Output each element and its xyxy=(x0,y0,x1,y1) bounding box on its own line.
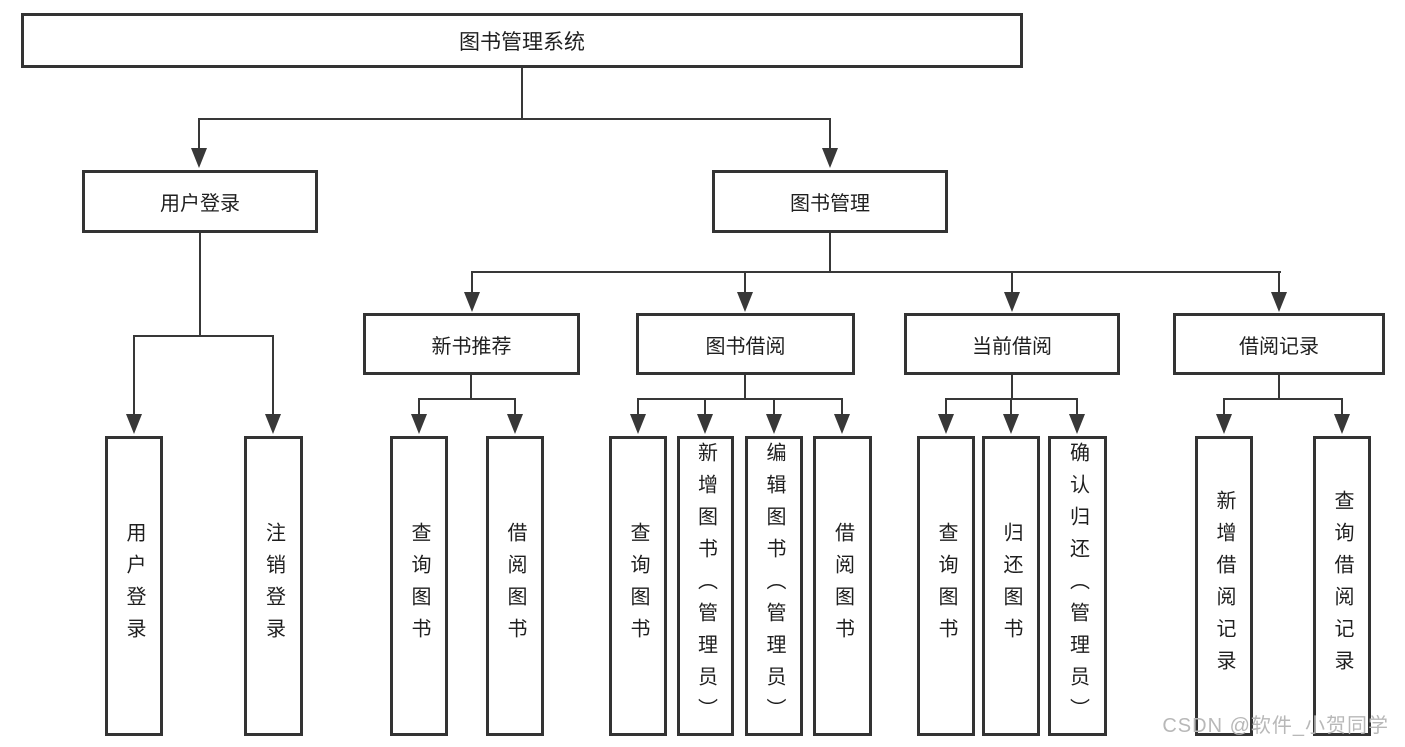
leaf-label: 查询图书 xyxy=(627,522,649,650)
arrow-down-icon xyxy=(265,414,281,434)
node-book-management: 图书管理 xyxy=(712,170,948,233)
arrow-down-icon xyxy=(507,414,523,434)
node-root-label: 图书管理系统 xyxy=(459,30,585,54)
node-root: 图书管理系统 xyxy=(21,13,1023,68)
connector-vline xyxy=(841,398,843,416)
leaf-label: 注销登录 xyxy=(262,522,285,650)
arrow-down-icon xyxy=(1003,414,1019,434)
connector-vline xyxy=(1278,375,1280,400)
arrow-down-icon xyxy=(1334,414,1350,434)
connector-hline xyxy=(133,335,274,337)
arrow-down-icon xyxy=(822,148,838,168)
connector-hline xyxy=(638,398,843,400)
leaf-query-books-current: 查询图书 xyxy=(917,436,975,736)
connector-vline xyxy=(1010,398,1012,416)
connector-vline xyxy=(1278,271,1280,294)
connector-vline xyxy=(133,335,135,416)
arrow-down-icon xyxy=(411,414,427,434)
leaf-confirm-return-admin: 确认归还（管理员） xyxy=(1048,436,1107,736)
node-current-borrow: 当前借阅 xyxy=(904,313,1120,375)
arrow-down-icon xyxy=(737,292,753,312)
leaf-label: 用户登录 xyxy=(123,522,145,650)
arrow-down-icon xyxy=(938,414,954,434)
arrow-down-icon xyxy=(766,414,782,434)
node-user-login: 用户登录 xyxy=(82,170,318,233)
connector-vline xyxy=(470,375,472,400)
leaf-borrow-books: 借阅图书 xyxy=(813,436,872,736)
connector-hline xyxy=(1224,398,1343,400)
arrow-down-icon xyxy=(1271,292,1287,312)
node-label: 用户登录 xyxy=(160,193,240,215)
leaf-label: 编辑图书（管理员） xyxy=(763,442,785,730)
leaf-query-books-borrow: 查询图书 xyxy=(609,436,667,736)
leaf-label: 新增借阅记录 xyxy=(1213,490,1235,682)
arrow-down-icon xyxy=(697,414,713,434)
node-new-book-recommend: 新书推荐 xyxy=(363,313,580,375)
leaf-user-login: 用户登录 xyxy=(105,436,163,736)
leaf-label: 借阅图书 xyxy=(504,522,526,650)
connector-vline xyxy=(272,335,274,416)
leaf-add-books-admin: 新增图书（管理员） xyxy=(677,436,734,736)
connector-vline xyxy=(1223,398,1225,416)
node-borrow-records: 借阅记录 xyxy=(1173,313,1385,375)
leaf-borrow-books-recommend: 借阅图书 xyxy=(486,436,544,736)
arrow-down-icon xyxy=(1004,292,1020,312)
connector-vline xyxy=(418,398,420,416)
connector-vline xyxy=(744,271,746,294)
connector-vline xyxy=(1011,271,1013,294)
connector-vline xyxy=(829,118,831,148)
connector-vline xyxy=(1076,398,1078,416)
connector-hline xyxy=(198,118,831,120)
connector-vline xyxy=(471,271,473,294)
connector-vline xyxy=(744,375,746,400)
connector-hline xyxy=(419,398,516,400)
connector-vline xyxy=(637,398,639,416)
connector-vline xyxy=(945,398,947,416)
leaf-label: 查询图书 xyxy=(408,522,430,650)
node-label: 图书管理 xyxy=(790,193,870,215)
leaf-label: 查询图书 xyxy=(935,522,957,650)
leaf-label: 查询借阅记录 xyxy=(1331,490,1353,682)
connector-vline xyxy=(514,398,516,416)
leaf-label: 新增图书（管理员） xyxy=(694,442,717,730)
node-label: 新书推荐 xyxy=(431,335,512,358)
leaf-query-books-recommend: 查询图书 xyxy=(390,436,448,736)
arrow-down-icon xyxy=(191,148,207,168)
arrow-down-icon xyxy=(464,292,480,312)
leaf-return-books: 归还图书 xyxy=(982,436,1040,736)
connector-hline xyxy=(946,398,1078,400)
connector-vline xyxy=(773,398,775,416)
arrow-down-icon xyxy=(834,414,850,434)
node-book-borrow: 图书借阅 xyxy=(636,313,855,375)
leaf-label: 确认归还（管理员） xyxy=(1066,442,1089,730)
node-label: 借阅记录 xyxy=(1239,335,1319,358)
leaf-add-borrow-record: 新增借阅记录 xyxy=(1195,436,1253,736)
connector-hline xyxy=(471,271,1281,273)
arrow-down-icon xyxy=(1216,414,1232,434)
leaf-label: 借阅图书 xyxy=(831,522,854,650)
connector-vline xyxy=(704,398,706,416)
arrow-down-icon xyxy=(630,414,646,434)
connector-vline xyxy=(1341,398,1343,416)
leaf-query-borrow-record: 查询借阅记录 xyxy=(1313,436,1371,736)
leaf-edit-books-admin: 编辑图书（管理员） xyxy=(745,436,803,736)
connector-vline xyxy=(198,118,200,148)
connector-vline xyxy=(829,233,831,272)
arrow-down-icon xyxy=(126,414,142,434)
leaf-logout: 注销登录 xyxy=(244,436,303,736)
watermark-text: CSDN @软件_小贺同学 xyxy=(1162,715,1389,737)
arrow-down-icon xyxy=(1069,414,1085,434)
leaf-label: 归还图书 xyxy=(1000,522,1022,650)
connector-vline xyxy=(521,68,523,118)
node-label: 图书借阅 xyxy=(705,335,786,358)
connector-vline xyxy=(199,233,201,337)
connector-vline xyxy=(1011,375,1013,400)
node-label: 当前借阅 xyxy=(972,335,1052,358)
